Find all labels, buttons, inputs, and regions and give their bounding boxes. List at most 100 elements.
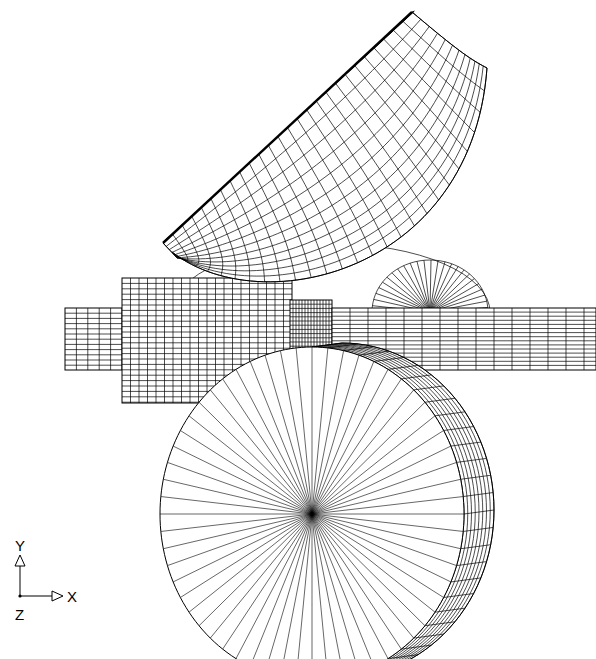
mesh-line xyxy=(440,308,441,370)
mesh-line xyxy=(122,321,292,322)
mesh-line xyxy=(147,278,148,403)
mesh-line xyxy=(332,336,596,337)
radial-line xyxy=(167,514,312,566)
radial-line xyxy=(312,514,388,659)
radial-line xyxy=(161,514,312,531)
radial-line xyxy=(223,514,312,649)
radial-line xyxy=(312,479,461,514)
mesh-line xyxy=(290,316,332,317)
mesh-line xyxy=(173,234,188,260)
mesh-line xyxy=(332,332,596,333)
radial-line xyxy=(180,514,312,598)
radial-line xyxy=(312,514,313,659)
mesh-line xyxy=(65,334,122,335)
mesh-line xyxy=(174,40,445,255)
mesh-line xyxy=(332,344,596,345)
mesh-line xyxy=(566,308,567,370)
mesh-line xyxy=(412,12,487,68)
radial-line xyxy=(312,497,463,514)
radial-line xyxy=(163,514,312,549)
mesh-line xyxy=(332,340,596,341)
axis-arrowhead xyxy=(52,591,63,601)
radial-line xyxy=(417,261,430,312)
mesh-line xyxy=(176,45,453,256)
radial-line xyxy=(210,514,312,638)
radial-line xyxy=(430,260,431,312)
radial-line xyxy=(173,446,312,514)
radial-line xyxy=(430,274,470,312)
radial-line xyxy=(312,514,457,566)
mesh-line xyxy=(65,318,122,319)
radial-line xyxy=(430,261,438,312)
radial-line xyxy=(312,514,444,598)
radial-line xyxy=(430,270,464,312)
mesh-line xyxy=(172,33,438,252)
mesh-line xyxy=(65,328,122,329)
mesh-line xyxy=(122,353,292,354)
radial-line xyxy=(430,264,452,312)
mesh-line xyxy=(122,332,292,333)
radial-line xyxy=(312,462,457,514)
upper-roll xyxy=(163,11,487,282)
mesh-line xyxy=(290,329,332,330)
mesh-line xyxy=(383,39,474,133)
radial-line xyxy=(312,514,461,549)
mesh-line xyxy=(65,323,122,324)
axis-label: Z xyxy=(15,607,24,622)
radial-line xyxy=(312,514,464,515)
radial-line xyxy=(312,369,388,514)
mesh-line xyxy=(402,21,484,91)
mesh-line xyxy=(122,326,292,327)
mesh-line xyxy=(130,278,131,403)
radial-line xyxy=(312,390,414,514)
mesh-line xyxy=(422,308,423,370)
radial-line xyxy=(199,514,312,626)
mesh-line xyxy=(122,283,292,284)
mesh-line xyxy=(181,278,182,403)
mesh-line xyxy=(240,172,280,282)
radial-line xyxy=(312,446,451,514)
radial-line xyxy=(312,514,463,531)
mesh-line xyxy=(122,348,292,349)
axis-label: X xyxy=(67,589,77,604)
mesh-line xyxy=(177,58,470,262)
radial-line xyxy=(296,348,312,514)
mesh-line xyxy=(122,310,292,311)
mesh-line xyxy=(173,278,174,403)
roll-face xyxy=(160,347,464,659)
roll-outline xyxy=(163,12,487,282)
mesh-line xyxy=(175,64,479,271)
radial-line xyxy=(280,351,312,514)
radial-line xyxy=(404,266,430,312)
radial-line xyxy=(173,514,312,582)
mesh-line xyxy=(290,333,332,334)
radial-line xyxy=(312,514,425,626)
roll-face-edge xyxy=(164,12,413,243)
radial-line xyxy=(312,514,328,659)
mesh-line xyxy=(198,278,199,403)
radial-line xyxy=(223,379,312,514)
mesh-line xyxy=(169,26,429,249)
radial-line xyxy=(312,514,344,659)
mesh-line xyxy=(332,312,596,313)
radial-line xyxy=(312,514,401,649)
mesh-line xyxy=(211,199,236,279)
mesh-line xyxy=(65,349,122,350)
mesh-line xyxy=(512,308,513,370)
mesh-line xyxy=(476,308,477,370)
mesh-line xyxy=(122,305,292,306)
strip-tail xyxy=(65,308,122,370)
mesh-line xyxy=(297,119,373,256)
radial-line xyxy=(250,361,312,514)
mesh-line xyxy=(548,308,549,370)
mesh-line xyxy=(584,308,585,370)
radial-line xyxy=(199,402,312,514)
mesh-line xyxy=(65,354,122,355)
roll-face-edge xyxy=(163,12,412,243)
mesh-line xyxy=(65,365,122,366)
mesh-line xyxy=(122,294,292,295)
mesh-line xyxy=(122,337,292,338)
mesh-line xyxy=(332,316,596,317)
mesh-line xyxy=(530,308,531,370)
